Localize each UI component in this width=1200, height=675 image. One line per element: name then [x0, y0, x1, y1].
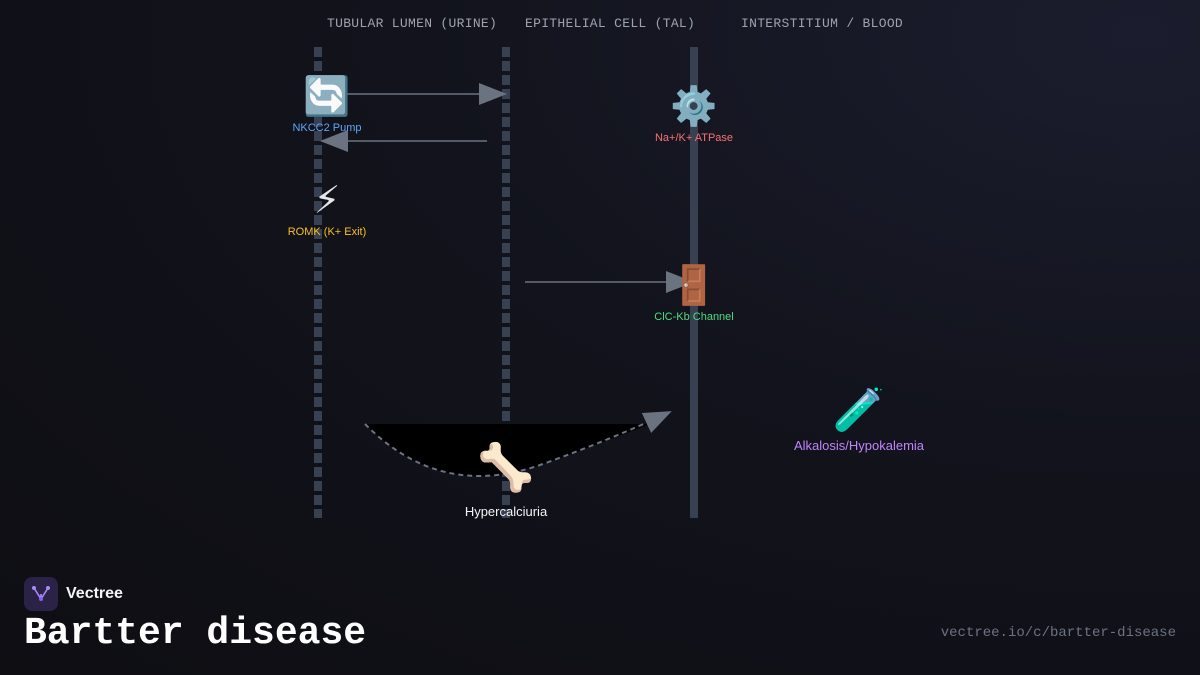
atpase-label: Na+/K+ ATPase [654, 132, 734, 144]
brand: Vectree [24, 577, 123, 611]
romk-label: ROMK (K+ Exit) [287, 226, 367, 238]
bone-icon: 🦴 [477, 440, 535, 494]
node-na-k-atpase: ⚙️ Na+/K+ ATPase [655, 84, 733, 144]
nkcc2-label: NKCC2 Pump [292, 122, 362, 134]
page-title: Bartter disease [24, 612, 367, 655]
node-romk: ⚡ ROMK (K+ Exit) [288, 178, 367, 238]
clc-label: ClC-Kb Channel [654, 311, 734, 323]
header-interstitium-blood: INTERSTITIUM / BLOOD [741, 16, 904, 31]
node-clc-kb-channel: 🚪 ClC-Kb Channel [654, 263, 733, 323]
door-icon: 🚪 [670, 263, 718, 307]
gear-icon: ⚙️ [670, 84, 718, 128]
node-nkcc2-pump: 🔄 NKCC2 Pump [292, 74, 361, 134]
source-url[interactable]: vectree.io/c/bartter-disease [940, 625, 1176, 641]
node-hypercalciuria: 🦴 Hypercalciuria [465, 440, 547, 519]
cycle-arrows-icon: 🔄 [303, 74, 351, 118]
curve-dashed-arrow [364, 411, 672, 477]
brand-name: Vectree [66, 585, 123, 602]
header-epithelial-cell: EPITHELIAL CELL (TAL) [525, 16, 696, 31]
vectree-logo-icon [24, 577, 58, 611]
header-tubular-lumen: TUBULAR LUMEN (URINE) [327, 16, 498, 31]
node-alkalosis-hypokalemia: 🧪 Alkalosis/Hypokalemia [793, 385, 925, 454]
alkalosis-label: Alkalosis/Hypokalemia [793, 438, 925, 453]
hypercalciuria-label: Hypercalciuria [464, 504, 548, 519]
curve-fill-shape [365, 424, 650, 477]
lightning-icon: ⚡ [313, 178, 341, 222]
test-tube-icon: 🧪 [832, 385, 886, 434]
